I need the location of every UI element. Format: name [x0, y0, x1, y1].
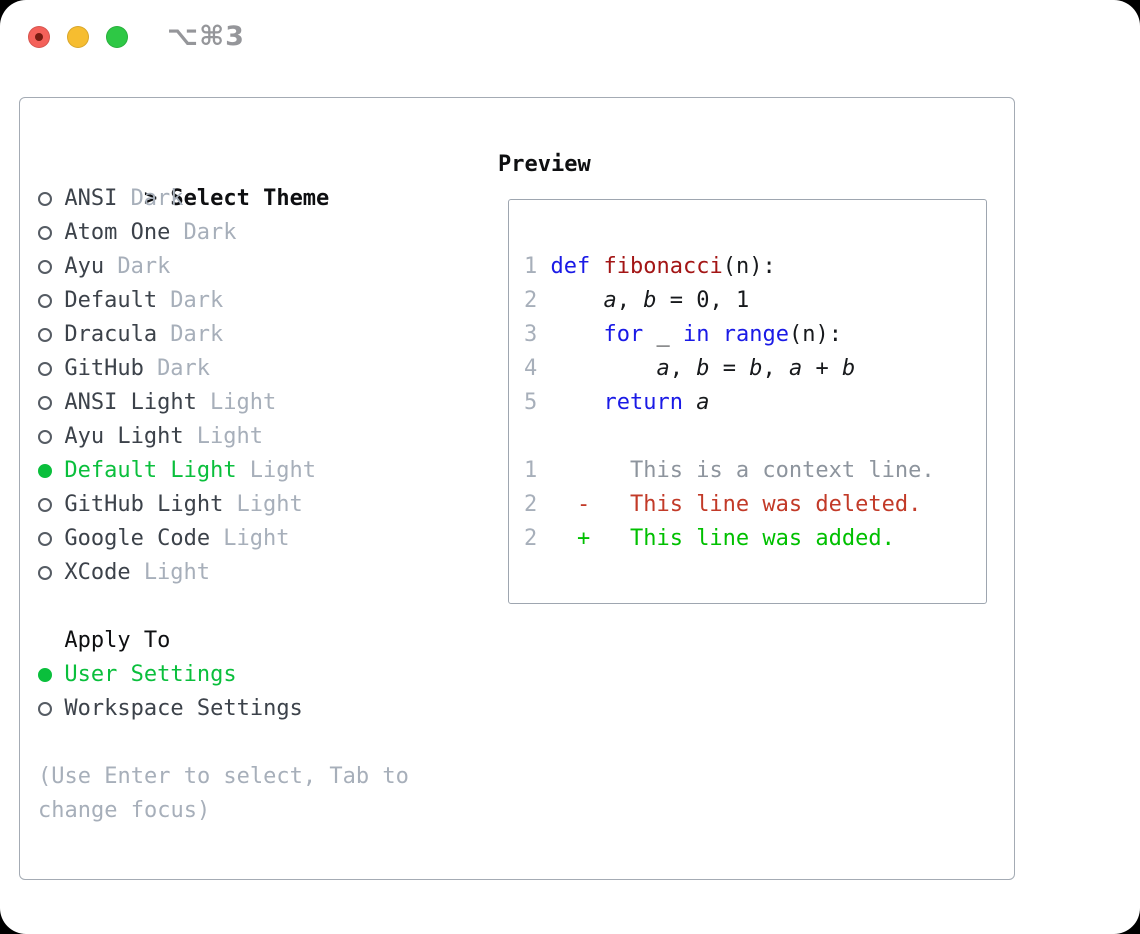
theme-name: Ayu	[64, 254, 105, 279]
apply-option-label: Workspace Settings	[64, 696, 303, 721]
radio-icon	[38, 488, 64, 522]
theme-item-default-light[interactable]: Default Light Light	[38, 454, 329, 488]
preview-title: Preview	[498, 152, 591, 177]
theme-item-atom-one[interactable]: Atom One Dark	[38, 216, 329, 250]
select-theme-header: > Select Theme	[38, 148, 329, 211]
line-number: 2	[524, 492, 577, 517]
help-text: (Use Enter to select, Tab to change focus…	[38, 760, 409, 828]
radio-icon	[38, 420, 64, 454]
line-number: 1	[524, 458, 630, 483]
line-number: 1	[524, 254, 551, 279]
close-button[interactable]	[28, 26, 50, 48]
theme-name: Ayu Light	[64, 424, 184, 449]
theme-name: Dracula	[64, 322, 158, 347]
theme-item-dracula[interactable]: Dracula Dark	[38, 318, 329, 352]
apply-option-label: User Settings	[64, 662, 237, 687]
select-theme-title: Select Theme	[170, 186, 330, 211]
theme-variant: Dark	[170, 322, 224, 347]
theme-variant: Dark	[117, 254, 171, 279]
theme-name: Atom One	[64, 220, 171, 245]
radio-icon	[38, 386, 64, 420]
help-line: (Use Enter to select, Tab to	[38, 764, 409, 789]
theme-name: Default Light	[64, 458, 237, 483]
radio-selected-icon	[38, 454, 64, 488]
theme-item-ansi-light[interactable]: ANSI Light Light	[38, 386, 329, 420]
theme-variant: Light	[223, 526, 290, 551]
titlebar: ⌥⌘3	[0, 0, 1140, 74]
theme-variant: Light	[249, 458, 316, 483]
theme-item-default[interactable]: Default Dark	[38, 284, 329, 318]
radio-icon	[38, 182, 64, 216]
apply-option-workspace-settings[interactable]: Workspace Settings	[38, 692, 303, 726]
radio-icon	[38, 318, 64, 352]
radio-icon	[38, 692, 64, 726]
theme-name: GitHub Light	[64, 492, 224, 517]
added-text: + This line was added.	[576, 526, 895, 551]
radio-icon	[38, 352, 64, 386]
window-title: ⌥⌘3	[167, 21, 245, 52]
theme-name: XCode	[64, 560, 131, 585]
unsaved-dot-icon	[35, 33, 43, 41]
code-line: 1 def fibonacci(n):	[524, 254, 776, 279]
radio-icon	[38, 556, 64, 590]
theme-item-github[interactable]: GitHub Dark	[38, 352, 329, 386]
theme-variant: Dark	[183, 220, 237, 245]
minimize-button[interactable]	[67, 26, 89, 48]
line-number: 3	[524, 322, 551, 347]
apply-option-user-settings[interactable]: User Settings	[38, 658, 303, 692]
maximize-button[interactable]	[106, 26, 128, 48]
line-number: 2	[524, 288, 551, 313]
theme-item-xcode[interactable]: XCode Light	[38, 556, 329, 590]
code-line: 5 return a	[524, 390, 710, 415]
theme-name: Default	[64, 288, 158, 313]
theme-name: ANSI	[64, 186, 118, 211]
blank-line	[524, 420, 935, 454]
theme-item-github-light[interactable]: GitHub Light Light	[38, 488, 329, 522]
radio-icon	[38, 284, 64, 318]
context-text: This is a context line.	[629, 458, 935, 483]
deleted-text: - This line was deleted.	[576, 492, 922, 517]
theme-item-ayu[interactable]: Ayu Dark	[38, 250, 329, 284]
theme-variant: Dark	[157, 356, 211, 381]
theme-variant: Dark	[170, 288, 224, 313]
theme-name: GitHub	[64, 356, 144, 381]
preview-code: 1 def fibonacci(n): 2 a, b = 0, 1 3 for _ …	[524, 250, 935, 556]
line-number: 4	[524, 356, 551, 381]
radio-selected-icon	[38, 658, 64, 692]
help-line: change focus)	[38, 798, 211, 823]
theme-variant: Light	[210, 390, 277, 415]
preview-box	[508, 199, 987, 604]
theme-name: ANSI Light	[64, 390, 197, 415]
radio-icon	[38, 216, 64, 250]
code-line: 2 a, b = 0, 1	[524, 288, 750, 313]
diff-line-added: 2 + This line was added.	[524, 522, 935, 556]
theme-variant: Dark	[130, 186, 184, 211]
theme-item-ansi[interactable]: ANSI Dark	[38, 182, 329, 216]
cursor-indicator: >	[143, 186, 158, 211]
radio-icon	[38, 522, 64, 556]
line-number: 5	[524, 390, 551, 415]
code-line: 3 for _ in range(n):	[524, 322, 842, 347]
diff-line-context: 1 This is a context line.	[524, 454, 935, 488]
theme-variant: Light	[143, 560, 211, 585]
line-number: 2	[524, 526, 577, 551]
code-line: 4 a, b = b, a + b	[524, 356, 856, 381]
radio-icon	[38, 250, 64, 284]
theme-variant: Light	[236, 492, 303, 517]
theme-variant: Light	[196, 424, 264, 449]
theme-item-google-code[interactable]: Google Code Light	[38, 522, 329, 556]
apply-to-title: Apply To	[64, 628, 171, 653]
theme-name: Google Code	[64, 526, 211, 551]
diff-line-deleted: 2 - This line was deleted.	[524, 488, 935, 522]
theme-item-ayu-light[interactable]: Ayu Light Light	[38, 420, 329, 454]
